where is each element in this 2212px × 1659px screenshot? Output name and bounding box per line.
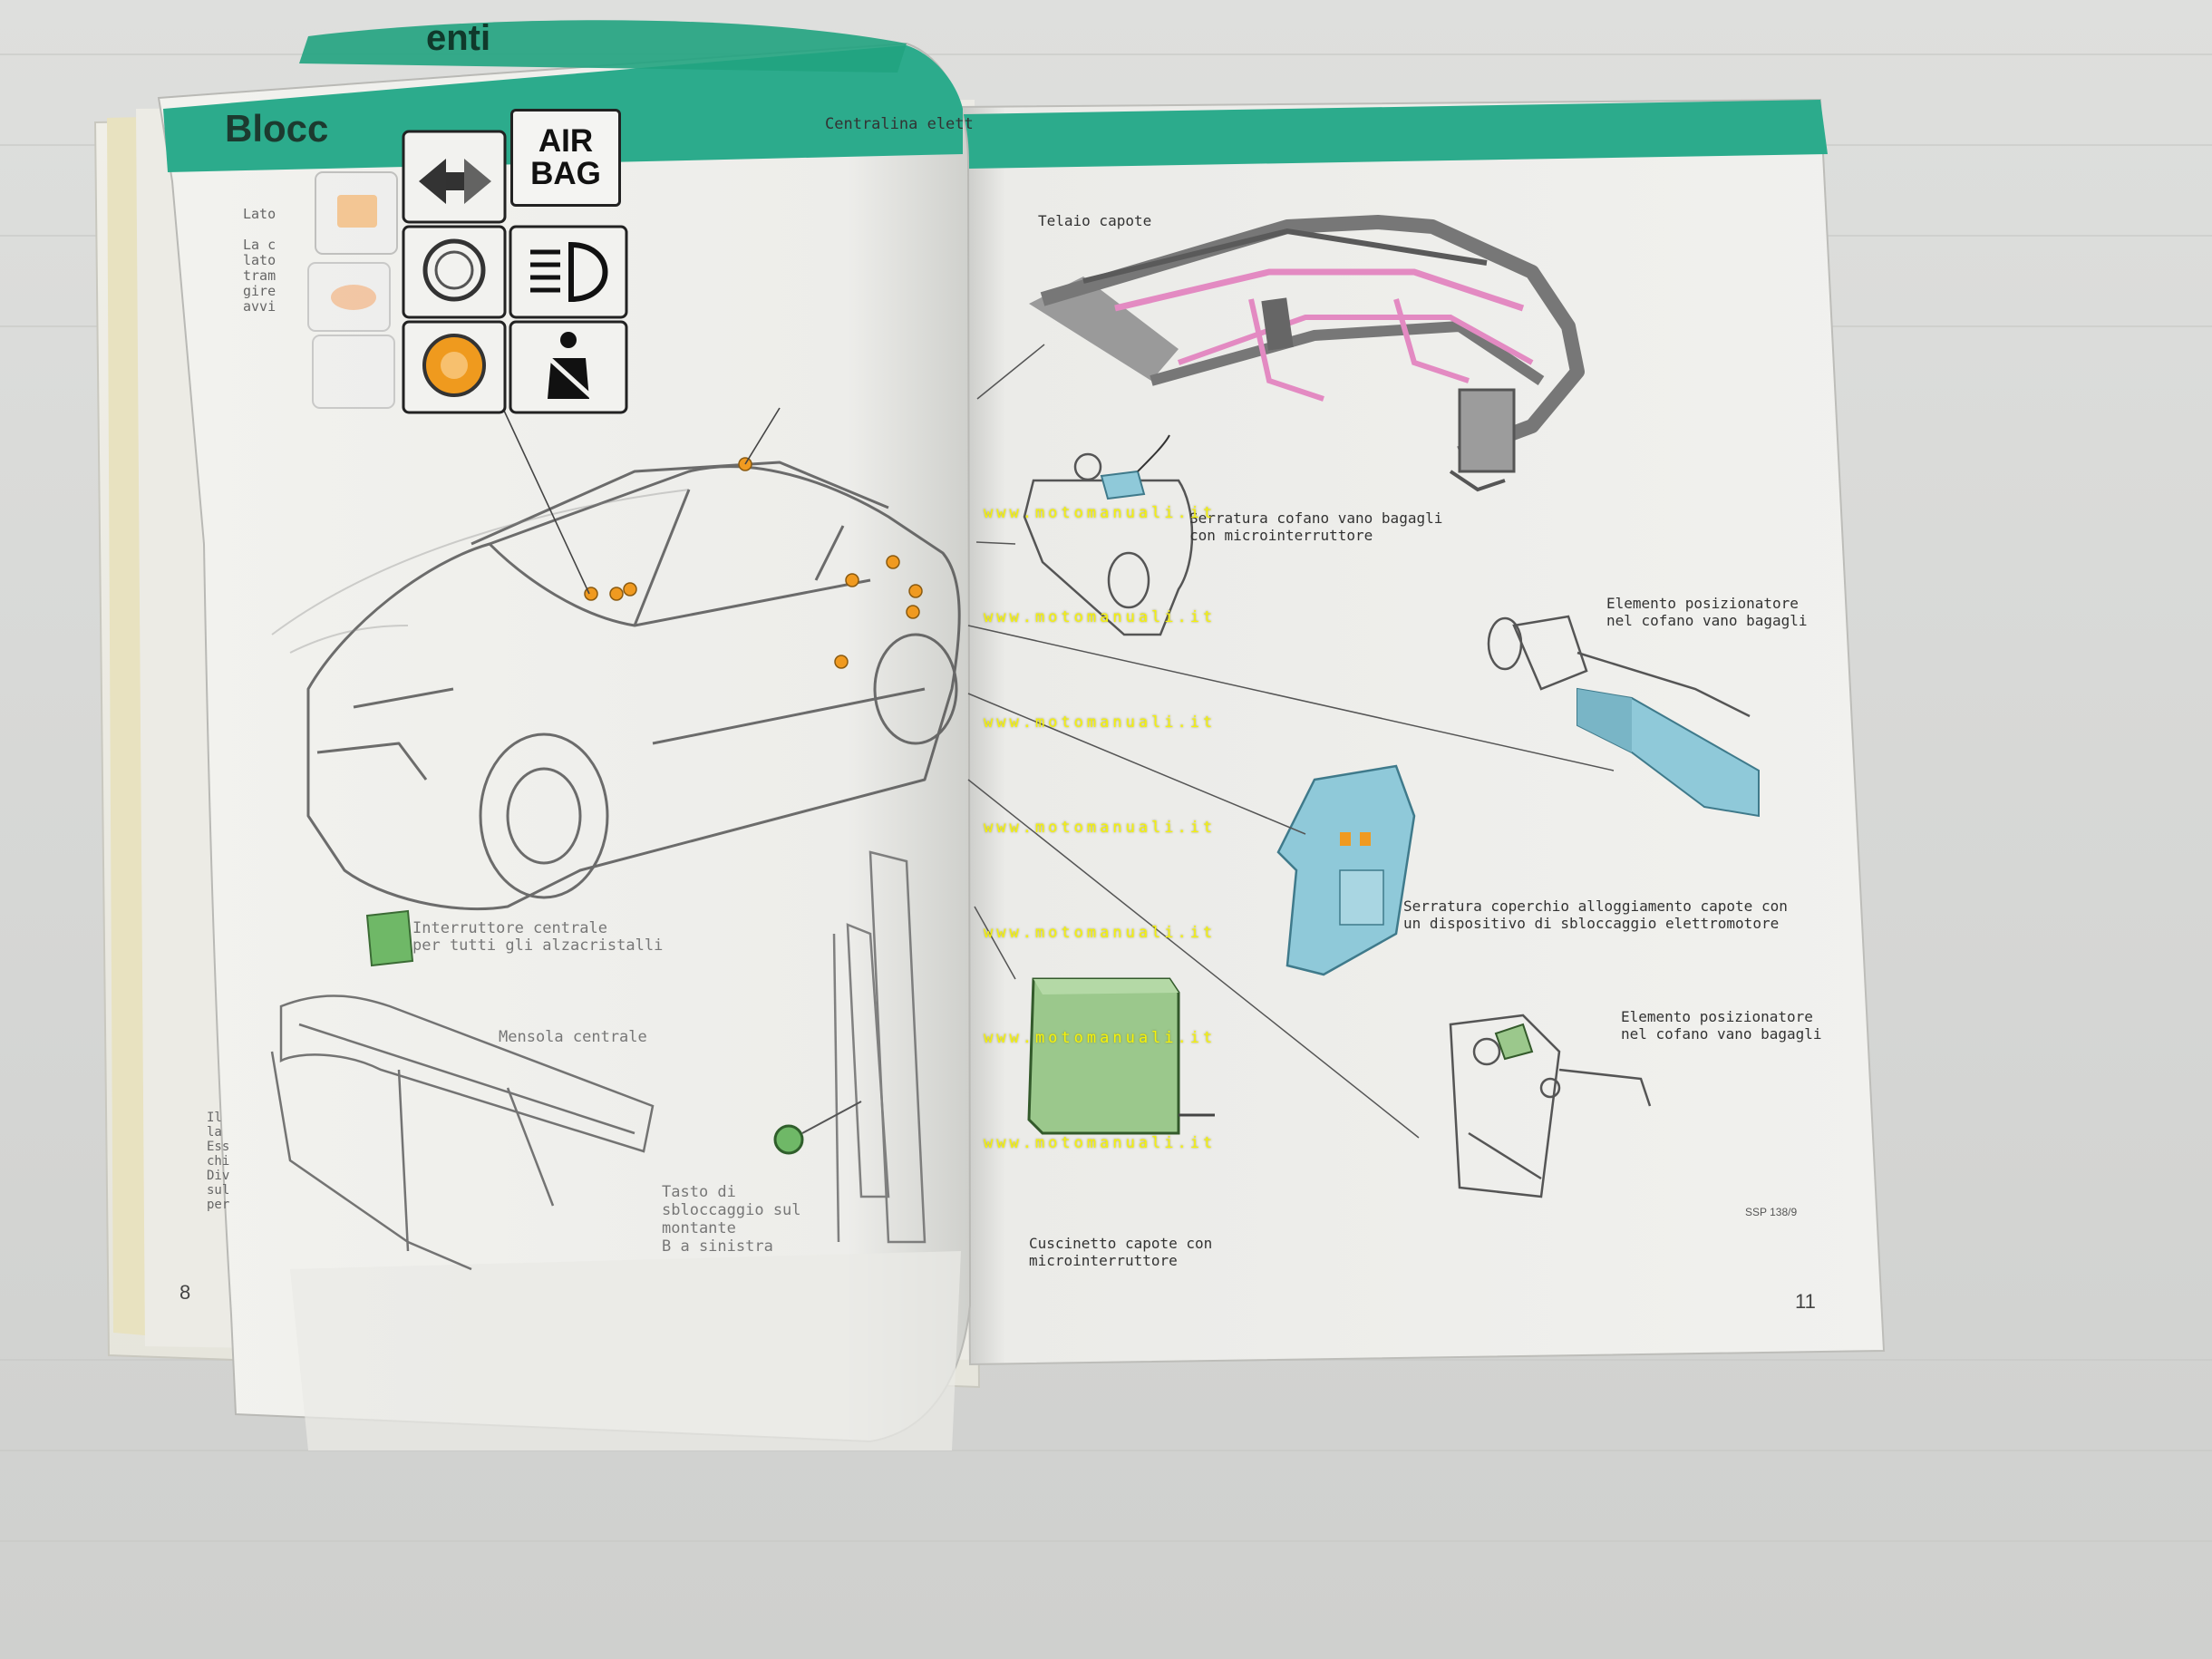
window-switch-label: Interruttore centrale per tutti gli alza… [412, 919, 664, 955]
watermark: www.motomanuali.it [984, 1134, 1217, 1152]
watermark: www.motomanuali.it [984, 924, 1217, 942]
airbag-icon-label: AIR BAG [530, 123, 601, 191]
figure-code: SSP 138/9 [1745, 1206, 1798, 1218]
cushion-label: Cuscinetto capote con microinterruttore [1029, 1235, 1213, 1269]
positioner-top-label: Elemento posizionatore nel cofano vano b… [1606, 595, 1808, 629]
trunk-lock-label: Serratura cofano vano bagagli con microi… [1189, 509, 1443, 544]
left-margin-text-top: Lato La c lato tram gire avvi [243, 206, 276, 315]
section-title: Blocc [225, 107, 329, 150]
unlock-button-label: Tasto di sbloccaggio sul montante B a si… [662, 1183, 801, 1256]
watermark: www.motomanuali.it [984, 504, 1217, 522]
left-page-number: 8 [179, 1281, 191, 1304]
watermark: www.motomanuali.it [984, 1029, 1217, 1047]
left-margin-text-bottom: Il la Ess chi Div sul per [207, 1111, 230, 1212]
watermark: www.motomanuali.it [984, 819, 1217, 837]
center-console-label: Mensola centrale [499, 1028, 647, 1046]
cover-lock-label: Serratura coperchio alloggiamento capote… [1403, 897, 1788, 932]
right-page-number: 11 [1795, 1290, 1816, 1313]
watermark: www.motomanuali.it [984, 713, 1217, 732]
airbag-icon: AIR BAG [510, 109, 621, 207]
frame-label: Telaio capote [1038, 212, 1152, 229]
watermark: www.motomanuali.it [984, 608, 1217, 626]
section-title-tail: enti [426, 18, 491, 58]
positioner-bottom-label: Elemento posizionatore nel cofano vano b… [1621, 1008, 1822, 1043]
left-header-label: Centralina elett [825, 115, 974, 133]
